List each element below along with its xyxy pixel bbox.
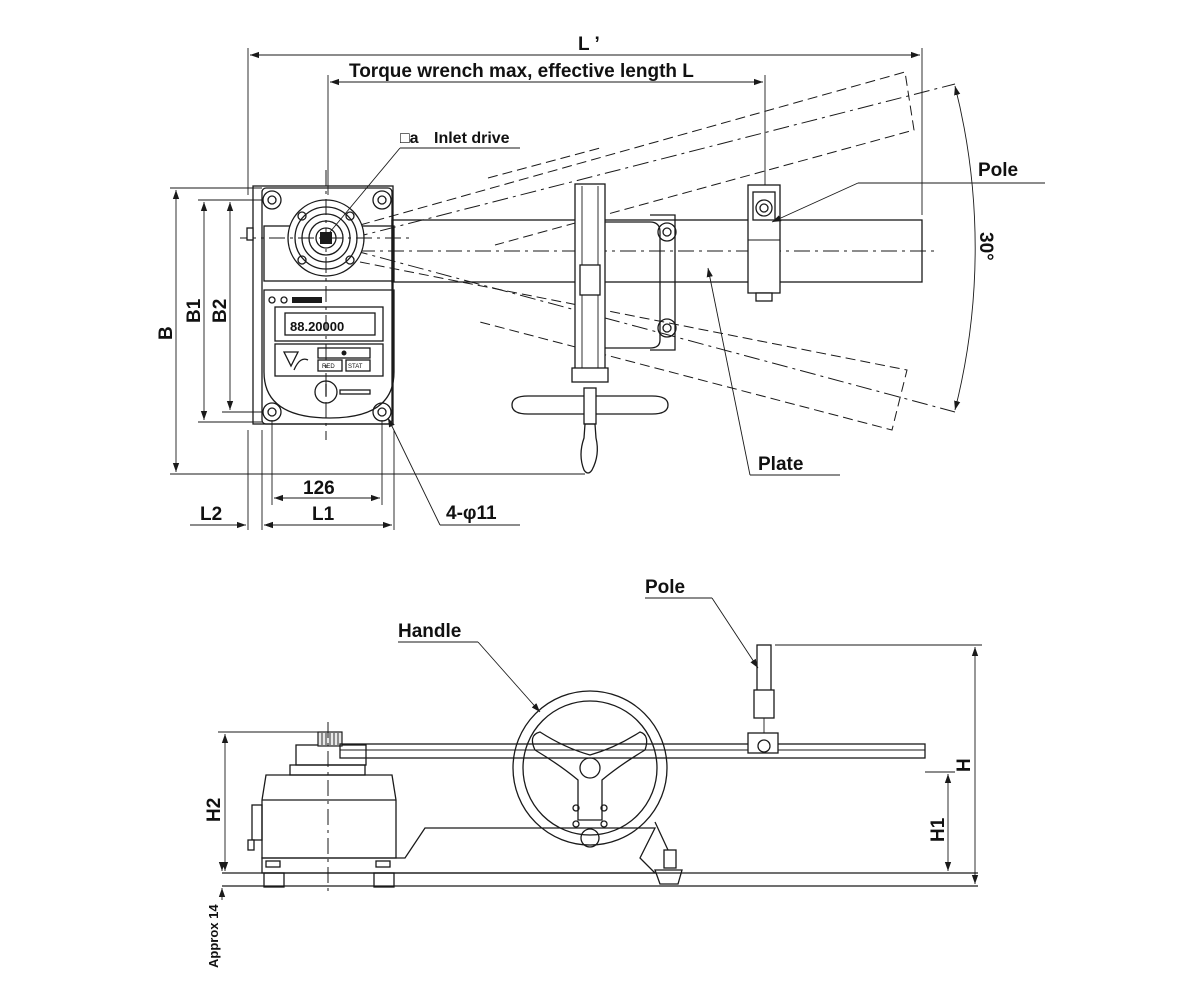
- button-red-label: RED: [322, 364, 335, 370]
- side-view: Pole Handle H H1 H2: [204, 577, 982, 968]
- dimension-h2: H2: [204, 731, 320, 871]
- label-126: 126: [303, 478, 335, 499]
- leader-plate: Plate: [706, 267, 840, 476]
- leader-handle: Handle: [398, 621, 541, 713]
- label-b: B: [156, 326, 177, 340]
- label-handle: Handle: [398, 621, 461, 642]
- label-holes: 4-φ11: [446, 503, 497, 524]
- wrench-bar: [330, 219, 935, 283]
- logo-icon: [282, 351, 309, 371]
- tester-body: 88.20000 RED STAT: [240, 170, 410, 440]
- label-pole-side: Pole: [645, 577, 685, 598]
- label-h1: H1: [928, 817, 949, 842]
- handle-wheel: [512, 690, 683, 885]
- dimension-b: B: [156, 187, 585, 475]
- button-stat-label: STAT: [348, 364, 363, 370]
- dimension-l1: L1: [261, 430, 395, 530]
- dimension-h1: H1: [925, 771, 955, 871]
- label-approx: Approx 14: [206, 904, 221, 968]
- label-b1: B1: [184, 298, 205, 323]
- label-l2: L2: [200, 504, 222, 525]
- label-h2: H2: [204, 798, 225, 822]
- label-pole-top: Pole: [978, 160, 1018, 181]
- tester-body-side: [247, 722, 657, 895]
- label-b2: B2: [210, 299, 231, 323]
- dimension-approx: Approx 14: [206, 862, 226, 968]
- display-reading: 88.20000: [290, 319, 344, 334]
- leader-inlet-drive: □a Inlet drive: [329, 130, 520, 233]
- plate-assembly: [511, 183, 677, 474]
- dimension-l-prime: L ’: [247, 34, 923, 215]
- dimension-effective-length: Torque wrench max, effective length L: [327, 61, 766, 195]
- dimension-l2: L2: [190, 430, 273, 530]
- top-view: L ’ Torque wrench max, effective length …: [156, 34, 1045, 530]
- label-h: H: [954, 758, 975, 772]
- dimension-b2: B2: [210, 199, 262, 413]
- dimension-h: H: [775, 644, 982, 884]
- label-effective-length: Torque wrench max, effective length L: [349, 61, 694, 82]
- dimension-126: 126: [271, 420, 383, 505]
- swing-angle: 30°: [351, 71, 996, 431]
- pole-top-view: [747, 184, 781, 302]
- leader-pole-top: Pole: [771, 160, 1045, 223]
- label-l1: L1: [312, 504, 335, 525]
- leader-pole-side: Pole: [645, 577, 759, 669]
- wrench-bar-side: [339, 743, 926, 759]
- button-red[interactable]: [317, 359, 343, 372]
- label-inlet-drive: Inlet drive: [434, 130, 510, 147]
- pole-side: [747, 644, 779, 754]
- label-l-prime: L ’: [578, 34, 600, 55]
- label-angle: 30°: [975, 232, 996, 261]
- label-plate: Plate: [758, 454, 803, 475]
- button-stat[interactable]: [345, 359, 371, 372]
- leader-holes: 4-φ11: [387, 417, 520, 526]
- label-square-drive: □a: [400, 130, 419, 147]
